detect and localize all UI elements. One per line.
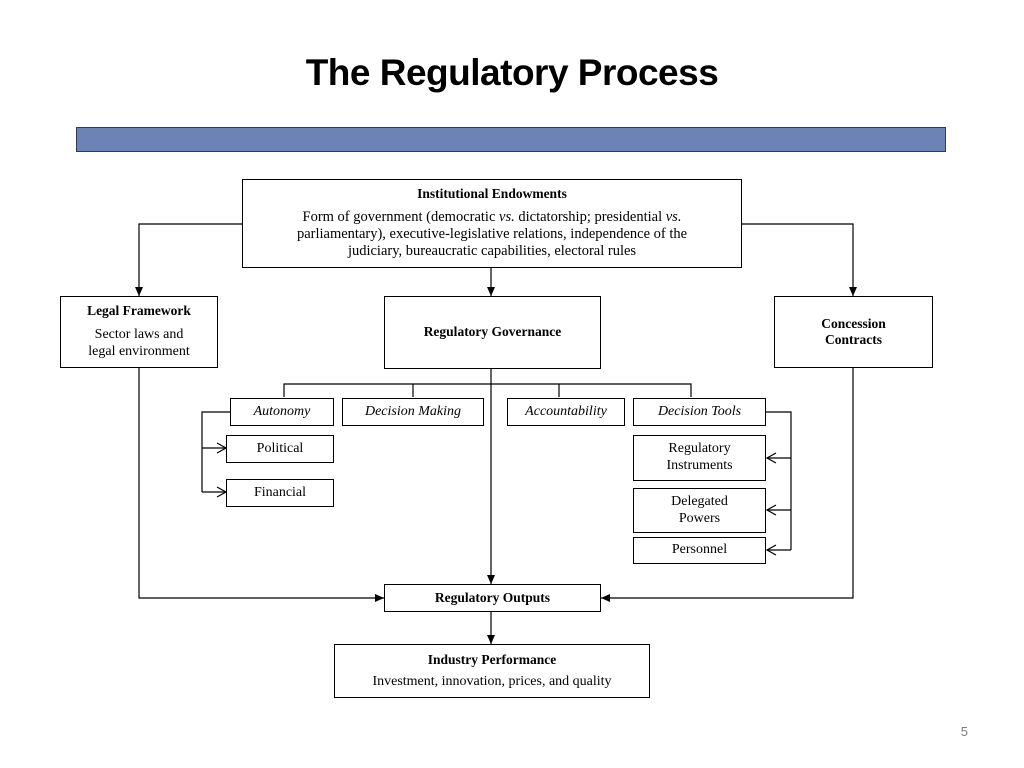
decision-making-box: Decision Making (342, 398, 484, 426)
connector-autonomy-bracket (201, 411, 230, 492)
industry-performance-box: Industry Performance Investment, innovat… (334, 644, 650, 698)
page-number: 5 (960, 724, 968, 739)
connector-endowments-legal (135, 223, 242, 296)
regulatory-governance-box: Regulatory Governance (384, 296, 601, 369)
title-accent-bar (76, 127, 946, 152)
financial-box: Financial (226, 479, 334, 507)
connector-tools-bracket (766, 411, 792, 550)
institutional-endowments-line-2: parliamentary), executive-legislative re… (296, 225, 688, 242)
institutional-endowments-box: Institutional Endowments Form of governm… (242, 179, 742, 268)
institutional-endowments-description: Form of government (democratic vs. dicta… (297, 209, 687, 261)
legal-framework-heading: Legal Framework (87, 303, 191, 318)
slide-title: The Regulatory Process (305, 52, 719, 93)
legal-framework-description: Sector laws and legal environment (88, 327, 190, 359)
institutional-endowments-line-3: judiciary, bureaucratic capabilities, el… (347, 243, 637, 260)
political-box: Political (226, 435, 334, 463)
connector-concession-outputs (601, 368, 854, 602)
connector-endowments-concession (742, 223, 857, 296)
industry-performance-description: Investment, innovation, prices, and qual… (372, 673, 612, 689)
autonomy-box: Autonomy (230, 398, 334, 426)
decision-tools-box: Decision Tools (633, 398, 766, 426)
regulatory-instruments-box: Regulatory Instruments (633, 435, 766, 481)
accountability-box: Accountability (507, 398, 625, 426)
connector-legal-outputs (138, 368, 384, 602)
institutional-endowments-heading: Institutional Endowments (417, 186, 567, 202)
regulatory-governance-heading: Regulatory Governance (423, 324, 562, 340)
delegated-powers-box: Delegated Powers (633, 488, 766, 533)
regulatory-outputs-box: Regulatory Outputs (384, 584, 601, 612)
institutional-endowments-line-1: Form of government (democratic vs. dicta… (302, 208, 682, 225)
connector-governance-bracket (283, 383, 692, 397)
legal-framework-box: Legal Framework Sector laws and legal en… (60, 296, 218, 368)
industry-performance-heading: Industry Performance (427, 651, 557, 667)
concession-contracts-box: Concession Contracts (774, 296, 933, 368)
personnel-box: Personnel (633, 537, 766, 564)
